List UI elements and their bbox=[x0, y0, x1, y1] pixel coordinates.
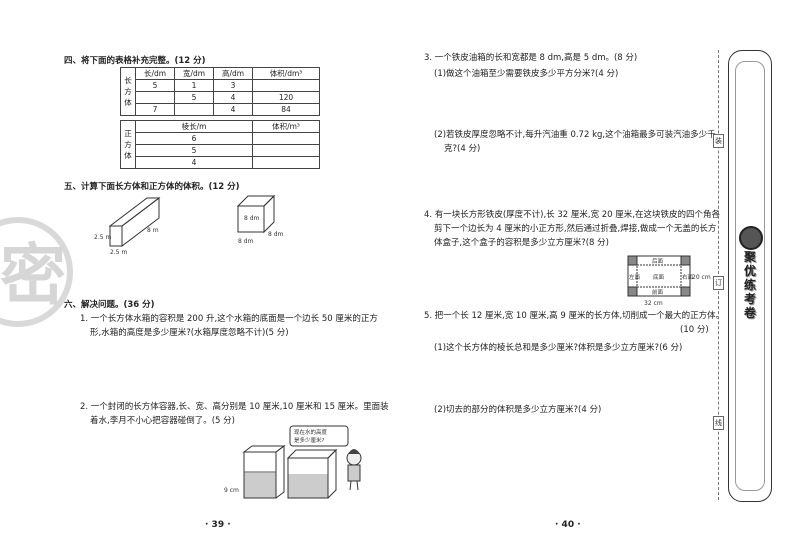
cuboid-table: 长 方 体 长/dm 宽/dm 高/dm 体积/dm³ 5 1 3 5 4 12… bbox=[120, 67, 320, 116]
table-cell: 4 bbox=[213, 91, 253, 104]
question-1: 1. 一个长方体水箱的容积是 200 升,这个水箱的底面是一个边长 50 厘米的… bbox=[80, 314, 378, 338]
cuboid-figure: 8 m 2.5 m 2.5 m bbox=[94, 196, 161, 256]
cube-height-label: 8 dm bbox=[244, 215, 260, 222]
banner-inner-stripe bbox=[735, 61, 765, 491]
question-5-score: (10 分) bbox=[680, 325, 709, 335]
bubble-line-2: 是多少厘米? bbox=[294, 436, 325, 444]
table-cell: 5 bbox=[135, 144, 253, 157]
stamp-text: 密 bbox=[0, 237, 66, 314]
front-face-label: 前面 bbox=[652, 288, 664, 296]
cube-depth-label: 8 dm bbox=[268, 231, 284, 238]
confidential-stamp: 密 bbox=[0, 217, 73, 327]
question-3: 3. 一个铁皮油箱的长和宽都是 8 dm,高是 5 dm。(8 分) bbox=[424, 53, 638, 63]
table-cell[interactable] bbox=[252, 79, 320, 92]
banner-title: 聚优练考卷 bbox=[743, 250, 756, 320]
question-3-part-1: (1)做这个油箱至少需要铁皮多少平方分米?(4 分) bbox=[434, 69, 619, 79]
table-cell[interactable] bbox=[252, 132, 320, 145]
table-header: 棱长/m bbox=[135, 120, 253, 133]
question-3-part-2: (2)若铁皮厚度忽略不计,每升汽油重 0.72 kg,这个油箱最多可装汽油多少千… bbox=[434, 130, 716, 154]
page-number-right: · 40 · bbox=[555, 520, 581, 530]
cuboid-row-label: 长 方 体 bbox=[120, 67, 136, 116]
left-face-label: 左面 bbox=[629, 273, 641, 281]
table-header: 体积/dm³ bbox=[252, 67, 320, 80]
table-cell[interactable] bbox=[174, 103, 214, 116]
right-face-label: 右面 bbox=[682, 273, 694, 281]
table-cell: 4 bbox=[135, 156, 253, 169]
table-cell: 1 bbox=[174, 79, 214, 92]
table-cell: 3 bbox=[213, 79, 253, 92]
table-cell: 4 bbox=[213, 103, 253, 116]
table-cell[interactable] bbox=[252, 156, 320, 169]
cube-width-label: 8 dm bbox=[238, 238, 254, 245]
side-banner bbox=[728, 50, 772, 502]
question-5-part-1: (1)这个长方体的棱长总和是多少厘米?体积是多少立方厘米?(6 分) bbox=[434, 343, 683, 353]
table-header: 宽/dm bbox=[174, 67, 214, 80]
table-cell: 7 bbox=[135, 103, 175, 116]
question-5-part-2: (2)切去的部分的体积是多少立方厘米?(4 分) bbox=[434, 405, 602, 415]
binding-mark-3: 线 bbox=[713, 416, 724, 430]
height-label: 9 cm bbox=[224, 487, 239, 494]
table-cell: 84 bbox=[252, 103, 320, 116]
bubble-line-1: 现在水的高度 bbox=[294, 428, 328, 436]
cuboid-height-label: 2.5 m bbox=[94, 234, 111, 241]
page-number-left: · 39 · bbox=[205, 520, 231, 530]
binding-mark-2: 订 bbox=[713, 276, 724, 290]
binding-mark-1: 装 bbox=[713, 134, 724, 148]
table-cell[interactable] bbox=[135, 91, 175, 104]
sheet-width-label: 32 cm bbox=[644, 300, 663, 307]
sheet-figure: 后面 左面 底面 右面 前面 32 cm 20 cm bbox=[627, 255, 711, 307]
binding-line bbox=[718, 50, 719, 500]
cube-table: 正 方 体 棱长/m 体积/m³ 6 5 4 bbox=[120, 120, 320, 169]
back-face-label: 后面 bbox=[652, 257, 664, 265]
cuboid-length-label: 8 m bbox=[147, 227, 159, 234]
cuboid-width-label: 2.5 m bbox=[110, 249, 127, 256]
question-5: 5. 把一个长 12 厘米,宽 10 厘米,高 9 厘米的长方体,切削成一个最大… bbox=[424, 311, 725, 321]
container-figure: 9 cm 现在水的高度 是多少厘米? bbox=[224, 425, 362, 499]
banner-badge-icon bbox=[739, 226, 763, 250]
table-cell: 5 bbox=[135, 79, 175, 92]
table-header: 高/dm bbox=[213, 67, 253, 80]
bottom-face-label: 底面 bbox=[653, 273, 665, 281]
section-4-title: 四、将下面的表格补充完整。(12 分) bbox=[64, 56, 206, 66]
table-cell: 120 bbox=[252, 91, 320, 104]
question-2: 2. 一个封闭的长方体容器,长、宽、高分别是 10 厘米,10 厘米和 15 厘… bbox=[80, 402, 389, 426]
cube-figure: 8 dm 8 dm 8 dm bbox=[236, 194, 284, 245]
section-6-title: 六、解决问题。(36 分) bbox=[64, 300, 155, 310]
cube-row-label: 正 方 体 bbox=[120, 120, 136, 169]
sheet-height-label: 20 cm bbox=[692, 274, 711, 281]
table-cell: 6 bbox=[135, 132, 253, 145]
table-cell[interactable] bbox=[252, 144, 320, 157]
table-header: 体积/m³ bbox=[252, 120, 320, 133]
section-5-title: 五、计算下面长方体和正方体的体积。(12 分) bbox=[64, 182, 240, 192]
table-cell: 5 bbox=[174, 91, 214, 104]
question-4: 4. 有一块长方形铁皮(厚度不计),长 32 厘米,宽 20 厘米,在这块铁皮的… bbox=[424, 210, 720, 248]
table-header: 长/dm bbox=[135, 67, 175, 80]
